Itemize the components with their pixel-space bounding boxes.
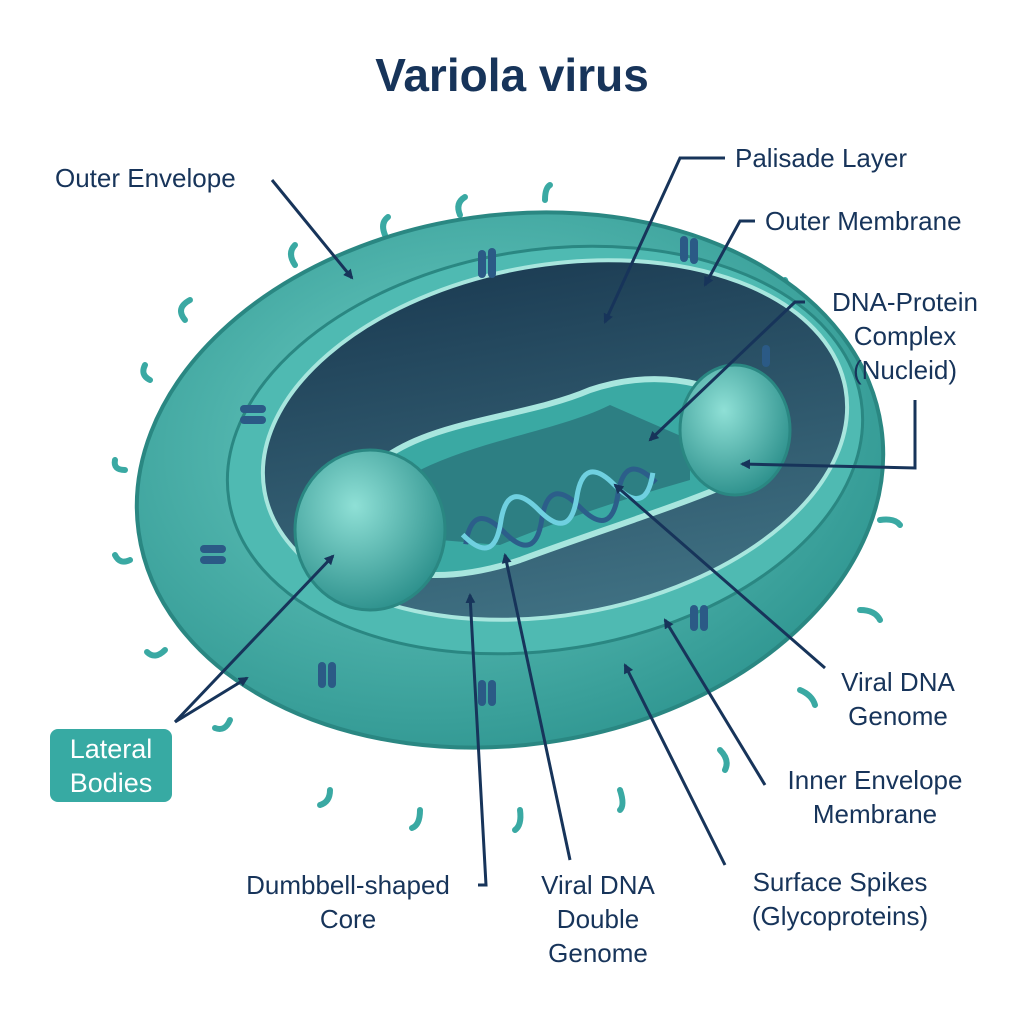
label-line: Complex [853, 321, 957, 351]
label-line: Dumbbell-shaped [246, 870, 450, 900]
label-line: Genome [848, 701, 948, 731]
lateral-body-right [678, 363, 792, 497]
label-line: (Glycoproteins) [751, 901, 929, 931]
label-lateral-bodies: Lateral Bodies [50, 729, 172, 802]
label-viral-dna-genome: Viral DNA Genome [841, 665, 955, 733]
lateral-body-left [293, 448, 447, 612]
label-line: (Nucleid) [852, 355, 958, 385]
label-line: Viral DNA [541, 870, 655, 900]
glycoprotein-spikes [200, 236, 770, 706]
label-outer-envelope: Outer Envelope [55, 163, 236, 193]
dumbbell-core [293, 363, 792, 612]
label-line: Viral DNA [841, 667, 955, 697]
label-viral-dna-double: Viral DNA Double Genome [541, 868, 655, 970]
label-line: DNA-Protein [832, 287, 978, 317]
leader-lines [173, 156, 917, 887]
label-line: Core [319, 904, 377, 934]
label-dumbbell-core: Dumbbell-shaped Core [246, 868, 450, 936]
label-outer-membrane: Outer Membrane [765, 206, 962, 236]
label-surface-spikes: Surface Spikes (Glycoproteins) [752, 865, 928, 933]
label-nucleoid: DNA-Protein Complex (Nucleid) [832, 285, 978, 387]
label-line: Genome [548, 938, 648, 968]
diagram-title: Variola virus [375, 49, 649, 101]
label-line: Double [556, 904, 640, 934]
label-inner-envelope: Inner Envelope Membrane [788, 763, 963, 831]
label-palisade-layer: Palisade Layer [735, 143, 907, 173]
label-line: Lateral [69, 734, 153, 764]
label-line: Surface Spikes [752, 867, 928, 897]
label-line: Inner Envelope [787, 765, 963, 795]
label-line: Membrane [812, 799, 938, 829]
label-line: Bodies [69, 768, 153, 798]
